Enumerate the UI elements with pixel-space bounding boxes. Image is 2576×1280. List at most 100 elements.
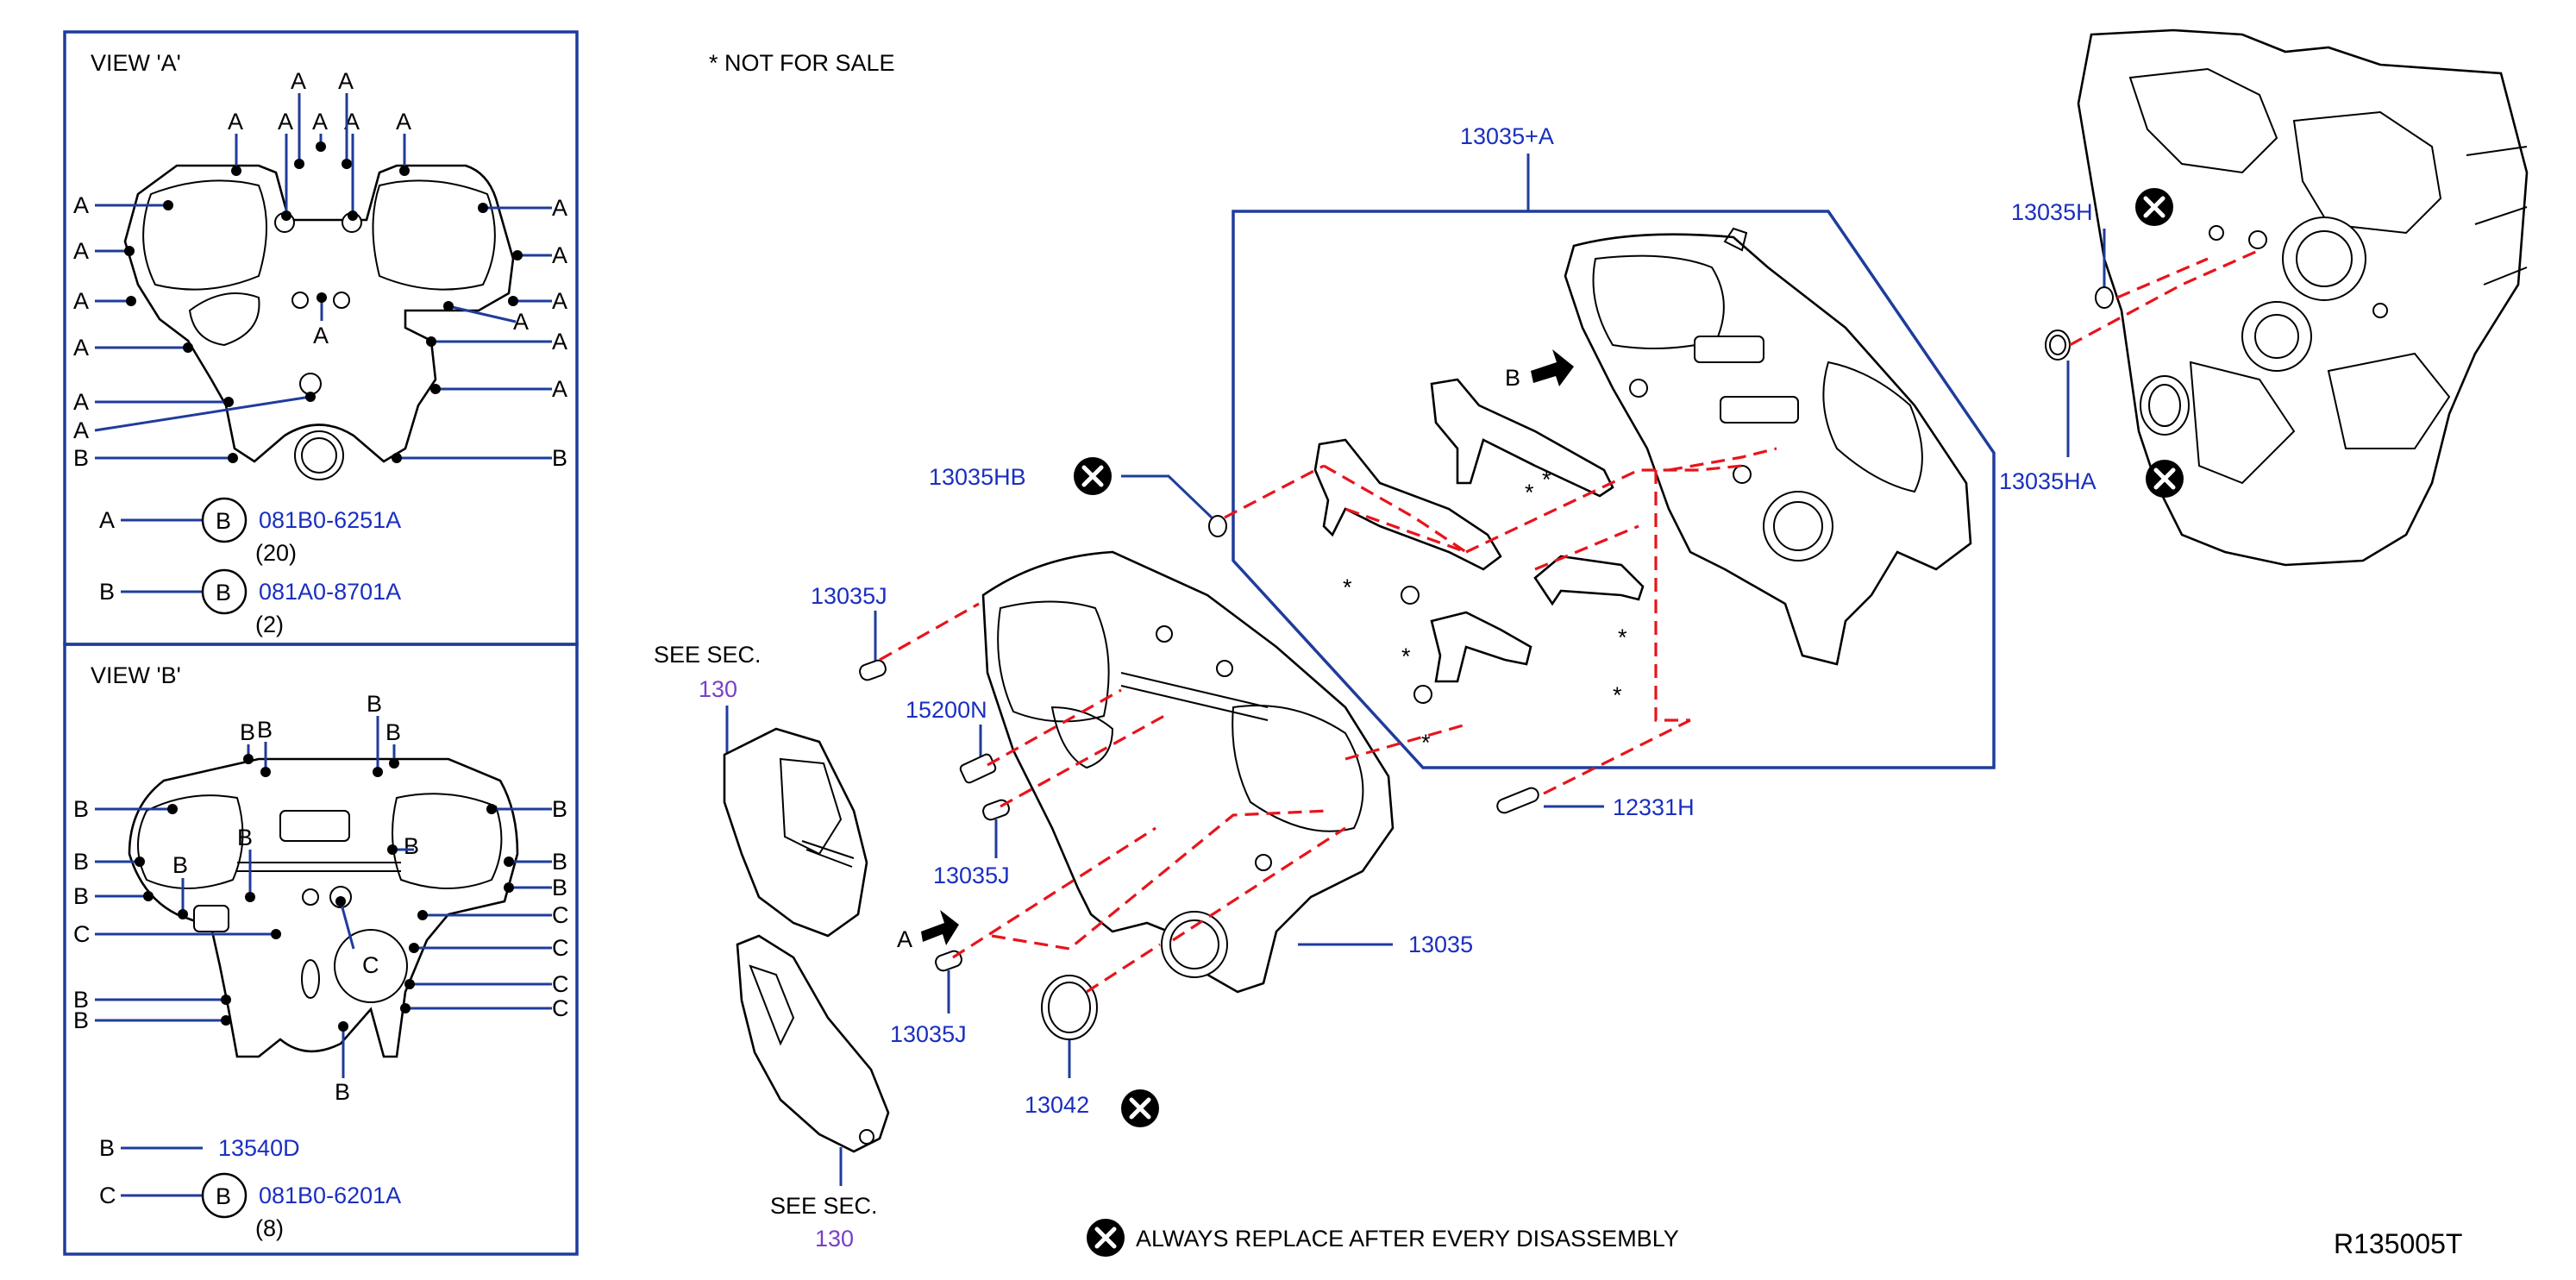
not-for-sale-mark: * [1525, 480, 1534, 505]
part-13035hb-label[interactable]: 13035HB [929, 464, 1026, 490]
view-b-callout-letter: C [552, 935, 569, 961]
gasket-lower-left [1430, 611, 1532, 683]
o-ring-13035h [2095, 286, 2114, 309]
leader-line [94, 395, 311, 432]
replace-icon [2135, 188, 2173, 226]
view-b-callout-letter: B [552, 796, 567, 822]
bolt-hole [271, 929, 281, 939]
view-a-cover-outline [123, 164, 515, 463]
see-sec-upper-number[interactable]: 130 [699, 676, 737, 702]
view-a-title: VIEW 'A' [91, 50, 181, 76]
bolt-hole [504, 856, 514, 867]
oil-pump-assembly-sketch [736, 934, 890, 1153]
bolt-hole [243, 754, 254, 764]
bolt-hole [426, 336, 436, 347]
bolt-hole [281, 210, 291, 221]
bolt-hole [508, 296, 518, 306]
view-b-callout-letter: B [385, 719, 401, 745]
bolt-hole [260, 767, 271, 777]
part-15200n-label[interactable]: 15200N [906, 697, 987, 723]
view-b-callout-letter: B [73, 987, 89, 1013]
arrow-b-label: B [1505, 365, 1520, 391]
bolt-hole [316, 141, 326, 152]
view-a-callout-letter: A [73, 192, 89, 218]
part-13035j-lower-label[interactable]: 13035J [890, 1021, 967, 1047]
part-13042-label[interactable]: 13042 [1025, 1092, 1089, 1118]
diagram-code: R135005T [2334, 1228, 2462, 1259]
view-b-callout-letter: B [73, 796, 89, 822]
view-b-callout-letter: B [335, 1079, 350, 1105]
bolt-hole [221, 995, 231, 1005]
view-a-callout-letter: A [291, 68, 306, 94]
view-b-right-bore [392, 793, 503, 889]
svg-text:B: B [216, 1183, 231, 1209]
part-13035ha-label[interactable]: 13035HA [1999, 468, 2097, 494]
bolt-hole [512, 250, 523, 260]
view-b-callout-letter: B [404, 833, 419, 859]
lower-cover-13035 [981, 550, 1395, 994]
gasket-upper-left [1313, 438, 1502, 571]
arrow-a [921, 910, 959, 945]
view-a-bolt-a-part[interactable]: 081B0-6251A [259, 507, 401, 533]
see-sec-lower-number[interactable]: 130 [815, 1226, 854, 1252]
view-a-right-bore [372, 179, 496, 291]
view-a-callout-letter: A [278, 109, 293, 135]
part-13035h-label[interactable]: 13035H [2011, 199, 2093, 225]
bolt-hole [231, 166, 241, 176]
part-13035-label[interactable]: 13035 [1408, 932, 1473, 957]
bolt-hole [335, 896, 346, 907]
part-13035j-upper-label[interactable]: 13035J [811, 583, 887, 609]
part-13035-plus-a-label[interactable]: 13035+A [1460, 123, 1554, 149]
view-a-callout-letter: A [552, 195, 567, 221]
bolt-hole [504, 882, 514, 893]
part-12331h-label[interactable]: 12331H [1613, 794, 1695, 820]
bolt-hole [399, 166, 410, 176]
plug-15200n [959, 753, 997, 784]
leader-line [339, 900, 355, 950]
upper-cover-kit [1564, 233, 1972, 666]
bolt-hole [135, 856, 145, 867]
view-a-bolt-b-letter: B [99, 579, 115, 605]
bolt-hole [342, 159, 352, 169]
view-b-callout-letter: B [73, 849, 89, 875]
view-b-callout-letter: B [73, 1007, 89, 1033]
view-a-bolt-a-letter: A [99, 507, 115, 533]
see-sec-upper-label: SEE SEC. [654, 642, 762, 668]
bolt-hole [409, 943, 419, 953]
part-13035j-middle-label[interactable]: 13035J [933, 863, 1010, 888]
view-b-bolt-c-part[interactable]: 081B0-6201A [259, 1183, 401, 1208]
bolt-hole [223, 397, 234, 407]
view-b-bolt-c-circle [201, 1172, 248, 1219]
bolt-hole [178, 909, 188, 919]
bolt-hole [228, 453, 238, 463]
view-b-callout-letter: B [367, 691, 382, 717]
view-b-bolt-b-letter: B [99, 1135, 115, 1161]
kit-13035-plus-a: 13035+A ******* B [1232, 123, 1996, 769]
svg-text:B: B [216, 508, 231, 534]
water-pump-assembly-sketch [723, 727, 868, 938]
view-b-bolt-b-part[interactable]: 13540D [218, 1135, 300, 1161]
bolt-hole [167, 804, 178, 814]
gasket-lower-right [1533, 555, 1645, 606]
view-a-callout-letter: B [552, 445, 567, 471]
replace-legend-text: ALWAYS REPLACE AFTER EVERY DISASSEMBLY [1136, 1226, 1679, 1252]
not-for-sale-mark: * [1421, 730, 1431, 756]
view-b-bolt-c-qty: (8) [255, 1215, 284, 1241]
view-a-callout-letter: A [552, 329, 567, 355]
view-a-callout-letter: B [73, 445, 89, 471]
bolt-hole [404, 979, 415, 989]
view-b-cover-outline [128, 757, 519, 1058]
bolt-hole [443, 301, 454, 311]
bolt-hole [124, 246, 135, 256]
view-a-bolt-a-circle [201, 497, 248, 543]
view-a-callout-letter: A [338, 68, 354, 94]
view-a-lower-window [188, 292, 260, 347]
view-b-callout-letter: C [362, 952, 379, 978]
kit-outline [1232, 210, 1996, 769]
not-for-sale-mark: * [1618, 624, 1627, 650]
view-a-bolt-a-qty: (20) [255, 540, 297, 566]
view-a-bolt-b-part[interactable]: 081A0-8701A [259, 579, 401, 605]
view-b-callout-letter: C [552, 971, 569, 997]
see-sec-lower-label: SEE SEC. [770, 1193, 878, 1219]
